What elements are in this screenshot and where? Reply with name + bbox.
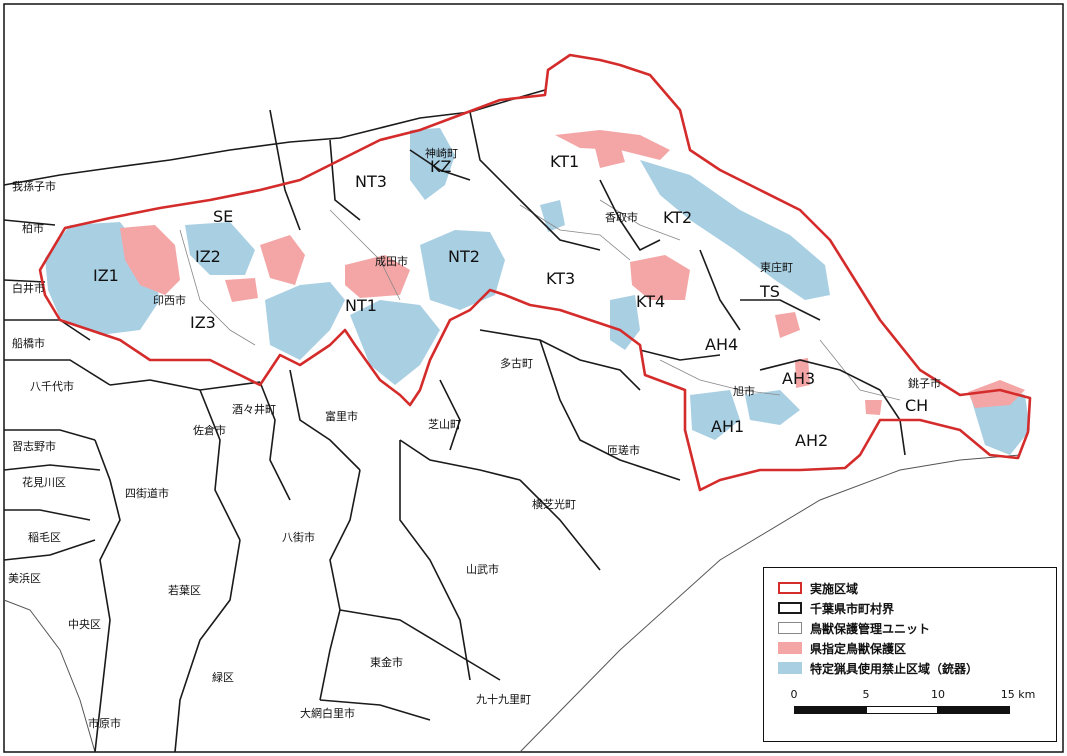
swatch-management-unit: [778, 622, 802, 634]
unit-label-iz1: IZ1: [93, 266, 119, 285]
label-shibayama: 芝山町: [428, 418, 461, 431]
label-abiko: 我孫子市: [12, 179, 56, 193]
label-tomisato: 富里市: [325, 409, 358, 423]
label-katori: 香取市: [605, 210, 638, 224]
unit-label-iz3: IZ3: [190, 313, 216, 332]
label-wakaba: 若葉区: [168, 583, 201, 597]
unit-label-se: SE: [213, 207, 233, 226]
unit-label-ah2: AH2: [795, 431, 828, 450]
label-inzai: 印西市: [153, 293, 186, 307]
label-choshi: 銚子市: [908, 376, 941, 390]
label-ichihara: 市原市: [88, 716, 121, 730]
label-funabashi: 船橋市: [12, 336, 45, 350]
unit-label-kt1: KT1: [550, 152, 579, 171]
legend-item-sanctuary: 県指定鳥獣保護区: [778, 638, 1046, 658]
label-kashiwa: 柏市: [22, 221, 44, 235]
municipality-labels: 我孫子市 柏市 白井市 船橋市 八千代市 習志野市 花見川区 稲毛区 美浜区 中…: [8, 146, 941, 730]
legend-label: 特定猟具使用禁止区域（銃器）: [810, 661, 979, 676]
label-midori: 緑区: [212, 670, 234, 684]
legend-item-municipal-boundary: 千葉県市町村界: [778, 598, 1046, 618]
scale-tick-10: 10: [931, 688, 945, 701]
label-kujukuri: 九十九里町: [476, 692, 531, 706]
unit-label-ah1: AH1: [711, 417, 744, 436]
label-narita: 成田市: [375, 254, 408, 268]
label-asahi: 旭市: [733, 384, 755, 398]
swatch-sanctuary: [778, 642, 802, 654]
label-sanmu: 山武市: [466, 562, 499, 576]
scale-bar: 0 5 10 15 km: [778, 688, 1046, 728]
label-kozaki: 神崎町: [425, 146, 458, 160]
scale-segment-2: [866, 706, 938, 714]
label-oamishirasato: 大網白里市: [300, 706, 355, 720]
gun-ban-areas: [45, 128, 1030, 455]
pacific-coast: [519, 454, 1021, 753]
tokyo-bay-coast: [3, 599, 96, 753]
label-tako: 多古町: [500, 356, 533, 370]
legend-item-management-unit: 鳥獣保護管理ユニット: [778, 618, 1046, 638]
label-mihama: 美浜区: [8, 572, 41, 585]
scale-tick-5: 5: [862, 688, 870, 701]
unit-label-kt4: KT4: [636, 292, 665, 311]
scale-tick-15: 15 km: [1000, 688, 1036, 701]
label-togane: 東金市: [370, 655, 403, 669]
unit-label-ah3: AH3: [782, 369, 815, 388]
unit-label-ah4: AH4: [705, 335, 738, 354]
unit-label-kt3: KT3: [546, 269, 575, 288]
legend-item-gun-ban: 特定猟具使用禁止区域（銃器）: [778, 658, 1046, 678]
swatch-implementation-area: [778, 582, 802, 594]
label-hanamigawa: 花見川区: [22, 476, 66, 489]
unit-label-nt3: NT3: [355, 172, 387, 191]
unit-labels: IZ1 IZ2 IZ3 SE NT1 NT2 NT3 KZ KT1 KT2 KT…: [93, 152, 928, 450]
label-sosa: 匝瑳市: [607, 443, 640, 457]
label-shiroi: 白井市: [12, 281, 45, 295]
label-yotsukaido: 四街道市: [125, 486, 169, 500]
swatch-gun-ban: [778, 662, 802, 674]
unit-label-iz2: IZ2: [195, 247, 221, 266]
unit-label-nt2: NT2: [448, 247, 480, 266]
legend: 実施区域 千葉県市町村界 鳥獣保護管理ユニット 県指定鳥獣保護区 特定猟具使用禁…: [763, 567, 1057, 742]
scale-segment-3: [938, 706, 1010, 714]
swatch-municipal-boundary: [778, 602, 802, 614]
label-chuo: 中央区: [68, 618, 101, 631]
label-tonosho: 東庄町: [760, 260, 793, 274]
label-inage: 稲毛区: [28, 531, 61, 544]
unit-label-kt2: KT2: [663, 208, 692, 227]
unit-boundaries: [179, 199, 901, 401]
legend-label: 鳥獣保護管理ユニット: [810, 621, 931, 636]
label-sakura: 佐倉市: [193, 423, 226, 437]
label-yokoshibahikari: 横芝光町: [532, 497, 576, 511]
scale-tick-0: 0: [790, 688, 798, 701]
scale-segment-1: [794, 706, 866, 714]
label-yachimata: 八街市: [282, 530, 315, 544]
unit-label-nt1: NT1: [345, 296, 377, 315]
legend-label: 県指定鳥獣保護区: [810, 641, 907, 656]
legend-label: 実施区域: [810, 581, 859, 596]
unit-label-kz: KZ: [430, 157, 451, 176]
unit-label-ch: CH: [905, 396, 928, 415]
legend-label: 千葉県市町村界: [810, 601, 895, 616]
legend-item-implementation-area: 実施区域: [778, 578, 1046, 598]
label-narashino: 習志野市: [12, 439, 56, 453]
unit-label-ts: TS: [759, 282, 780, 301]
sanctuary-areas: [120, 130, 1025, 415]
label-yachiyo: 八千代市: [30, 379, 74, 393]
label-shisui: 酒々井町: [232, 402, 276, 416]
implementation-area-outline: [38, 53, 1032, 492]
